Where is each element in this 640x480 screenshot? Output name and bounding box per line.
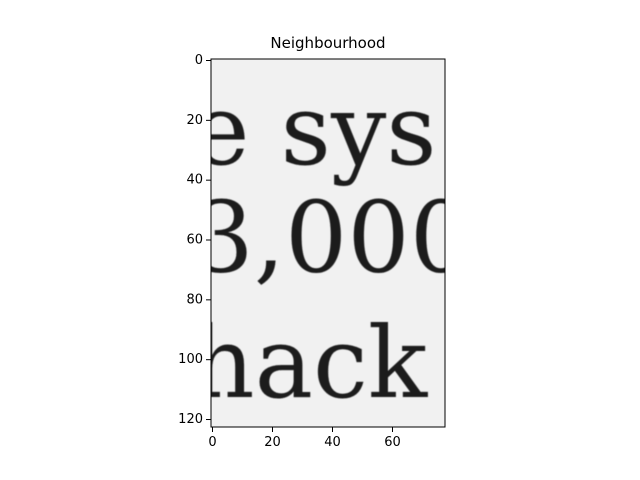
image-text-line: hack <box>192 307 429 421</box>
image-background <box>211 59 445 427</box>
x-axis: 0 20 40 60 <box>208 427 401 450</box>
chart-title: Neighbourhood <box>270 34 385 52</box>
y-axis: 0 20 40 60 80 100 120 <box>178 53 211 427</box>
x-tick-label: 0 <box>208 435 216 450</box>
y-tick-label: 20 <box>186 113 203 128</box>
y-tick-label: 80 <box>186 292 203 307</box>
x-tick-label: 60 <box>384 435 401 450</box>
y-tick-label: 40 <box>186 173 203 188</box>
image-text-line: e sys <box>192 74 437 188</box>
x-tick-label: 40 <box>324 435 341 450</box>
x-tick-label: 20 <box>264 435 281 450</box>
axes-frame <box>210 58 446 428</box>
image-text-line: 3,000 <box>192 181 473 295</box>
y-tick-label: 0 <box>195 53 203 68</box>
y-tick-label: 100 <box>178 352 203 367</box>
y-tick-label: 60 <box>186 233 203 248</box>
y-tick-label: 120 <box>178 412 203 427</box>
